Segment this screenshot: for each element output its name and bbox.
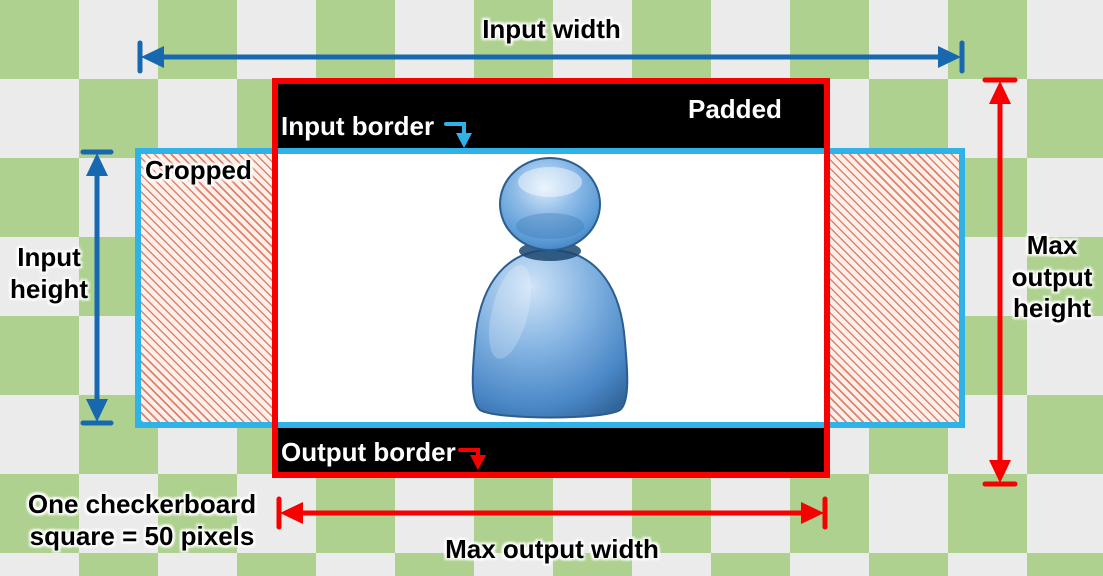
input-border-label: Input border <box>281 111 435 141</box>
input-width-arrow <box>137 40 965 74</box>
input-width-label: Input width <box>482 14 621 44</box>
cropped-label: Cropped <box>145 155 252 185</box>
max-output-width-arrow <box>276 496 828 530</box>
output-border-rectangle <box>272 78 830 478</box>
max-output-width-label: Max output width <box>445 534 659 564</box>
output-border-label: Output border <box>281 437 456 467</box>
person-icon <box>471 157 629 419</box>
padded-label: Padded <box>688 94 782 124</box>
max-output-height-label: Max output height <box>1011 230 1093 324</box>
padded-top-region <box>272 78 830 148</box>
padded-bottom-region <box>272 428 830 478</box>
cropped-left-region <box>141 154 274 422</box>
input-height-label: Input height <box>10 242 88 304</box>
checkerboard-scale-note: One checkerboard square = 50 pixels <box>27 489 257 551</box>
cropped-right-region <box>828 154 959 422</box>
